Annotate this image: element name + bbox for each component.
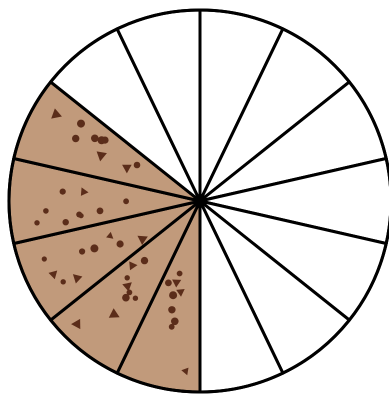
chocolate-chip [165, 280, 172, 287]
chocolate-chip [168, 306, 175, 313]
chocolate-chip [97, 208, 104, 215]
chocolate-chip [171, 318, 179, 326]
chocolate-chip [125, 275, 130, 280]
chocolate-chip [134, 162, 141, 169]
chocolate-chip [123, 198, 129, 204]
chocolate-chip [98, 136, 106, 144]
chocolate-chip [79, 213, 84, 218]
chocolate-chip [72, 135, 79, 142]
chocolate-chip [126, 290, 132, 296]
chocolate-chip [79, 248, 85, 254]
chocolate-chip [42, 256, 47, 261]
chocolate-chip [77, 120, 85, 128]
chocolate-chip [34, 220, 39, 225]
chocolate-chip [177, 271, 183, 277]
chocolate-chip [62, 219, 68, 225]
chocolate-chip [133, 296, 138, 301]
chocolate-chip [43, 208, 49, 214]
chocolate-chip [117, 240, 124, 247]
chocolate-chip [90, 244, 98, 252]
chocolate-chip [141, 257, 148, 264]
chocolate-chip [91, 135, 99, 143]
pie-center [194, 195, 206, 207]
chocolate-chip [169, 291, 177, 299]
chocolate-chip [60, 189, 66, 195]
chocolate-chip [61, 279, 66, 284]
